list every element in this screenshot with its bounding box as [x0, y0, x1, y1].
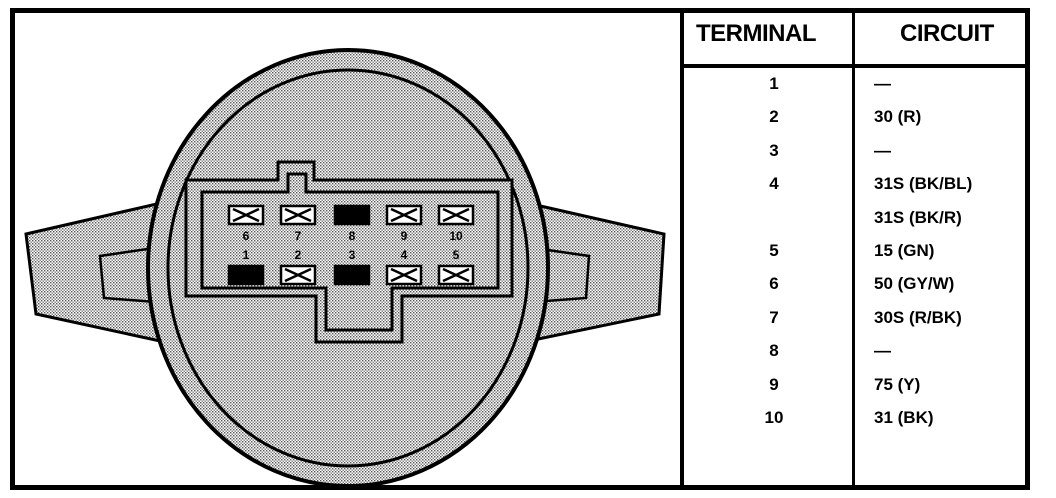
circuit-cell: 31 (BK)	[874, 408, 934, 427]
terminal-9: 9	[385, 204, 423, 243]
table-row: 8—	[684, 335, 1026, 368]
cross-mark	[442, 267, 470, 283]
terminal-number-label: 4	[401, 248, 408, 262]
cross-mark	[390, 207, 418, 223]
terminal-cell: 5	[769, 241, 779, 260]
circuit-cell: —	[874, 341, 891, 361]
terminal-number-label: 7	[295, 229, 302, 243]
terminal-7: 7	[279, 204, 317, 243]
terminal-number-label: 8	[349, 229, 356, 243]
table-row: 1—	[684, 68, 1026, 101]
circuit-cell: 31S (BK/R)	[874, 207, 962, 227]
circuit-cell: 31S (BK/BL)	[874, 174, 973, 194]
terminal-6: 6	[227, 204, 265, 243]
terminal-cavities: 6 7 8 9 10 1 2 3 4 5	[227, 204, 475, 286]
header-terminal: TERMINAL	[696, 20, 816, 47]
table-row: 2 30 (R)	[684, 101, 1026, 134]
table-header: TERMINAL CIRCUIT	[684, 12, 1026, 68]
circuit-cell: 50 (GY/W)	[874, 274, 955, 294]
terminal-8: 8	[333, 204, 371, 243]
header-circuit: CIRCUIT	[900, 20, 994, 47]
circuit-cell: 30 (R)	[874, 107, 922, 127]
table-row: 10 31 (BK)	[684, 402, 1026, 435]
terminal-cell: 1	[769, 74, 779, 93]
table-row: 4 31S (BK/BL)	[684, 168, 1026, 201]
terminal-cell: 9	[769, 374, 779, 394]
table-row: 5 15 (GN)	[684, 235, 1026, 268]
terminal-number-label: 10	[449, 229, 463, 243]
terminal-number-label: 9	[401, 229, 408, 243]
terminal-cell: 3	[769, 140, 779, 160]
terminal-block-inner	[200, 172, 500, 332]
table-row: 3—	[684, 135, 1026, 168]
table-row: 31S (BK/R)	[684, 202, 1026, 235]
terminal-pin-filled	[333, 204, 371, 226]
column-divider	[852, 12, 855, 486]
terminal-number-label: 1	[243, 248, 250, 262]
terminal-cell: 6	[769, 274, 779, 294]
cross-mark	[232, 207, 260, 223]
circuit-cell: 75 (Y)	[874, 374, 921, 394]
table-row: 7 30S (R/BK)	[684, 302, 1026, 335]
connector-diagram: 6 7 8 9 10 1 2 3 4 5	[14, 12, 674, 488]
table-row: 6 50 (GY/W)	[684, 268, 1026, 301]
terminal-cell: 4	[769, 174, 779, 194]
circuit-cell: 30S (R/BK)	[874, 307, 962, 327]
terminal-10: 10	[437, 204, 475, 243]
terminal-number-label: 5	[453, 248, 460, 262]
terminal-pin-filled	[227, 264, 265, 286]
terminal-number-label: 2	[295, 248, 302, 262]
cross-mark	[442, 207, 470, 223]
terminal-pin-filled	[333, 264, 371, 286]
circuit-cell: 15 (GN)	[874, 241, 935, 260]
cross-mark	[284, 267, 312, 283]
terminal-cell: 8	[769, 341, 779, 361]
terminal-cell: 2	[769, 107, 779, 127]
circuit-cell: —	[874, 140, 891, 160]
terminal-cell: 7	[769, 307, 779, 327]
terminal-2: 2	[279, 248, 317, 286]
circuit-cell: —	[874, 74, 891, 93]
terminal-1: 1	[227, 248, 265, 286]
connector-svg: 6 7 8 9 10 1 2 3 4 5	[24, 48, 666, 488]
terminal-number-label: 6	[243, 229, 250, 243]
terminal-5: 5	[437, 248, 475, 286]
terminal-4: 4	[385, 248, 423, 286]
terminal-cell: 10	[764, 408, 784, 427]
table-row: 9 75 (Y)	[684, 369, 1026, 402]
cross-mark	[390, 267, 418, 283]
terminal-3: 3	[333, 248, 371, 286]
cross-mark	[284, 207, 312, 223]
terminal-number-label: 3	[349, 248, 356, 262]
